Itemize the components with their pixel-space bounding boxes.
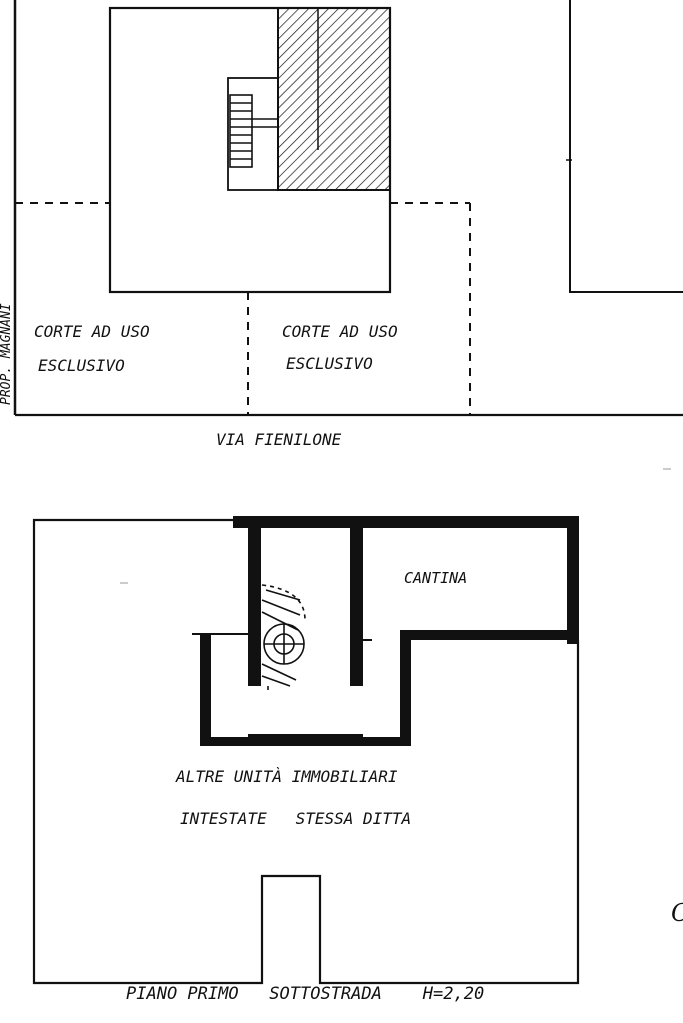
courtyard-right-label-line1: CORTE AD USO [282,322,398,341]
cellar-label: CANTINA [404,569,467,587]
other-units-line2: INTESTATE STESSA DITTA [180,809,411,828]
edge-mark: C [671,899,683,927]
courtyard-right-label-line2: ESCLUSIVO [286,354,373,373]
dashed-property-lines [15,202,471,415]
lower-plan [32,516,580,985]
street-label: VIA FIENILONE [216,430,342,449]
hatched-area [277,7,391,191]
lower-outline [32,518,580,985]
side-label: PROP. MAGNANI [0,303,14,405]
thick-walls [200,516,579,746]
stair-steps [229,94,278,168]
floor-caption: PIANO PRIMO SOTTOSTRADA H=2,20 [126,984,484,1004]
courtyard-left-label-line1: CORTE AD USO [34,322,150,341]
neighbour-outline [569,0,683,293]
courtyard-left-label-line2: ESCLUSIVO [38,356,125,375]
stair-room [227,77,279,191]
other-units-line1: ALTRE UNITÀ IMMOBILIARI [175,767,398,786]
upper-plan [13,0,683,417]
spiral-staircase [261,584,306,690]
